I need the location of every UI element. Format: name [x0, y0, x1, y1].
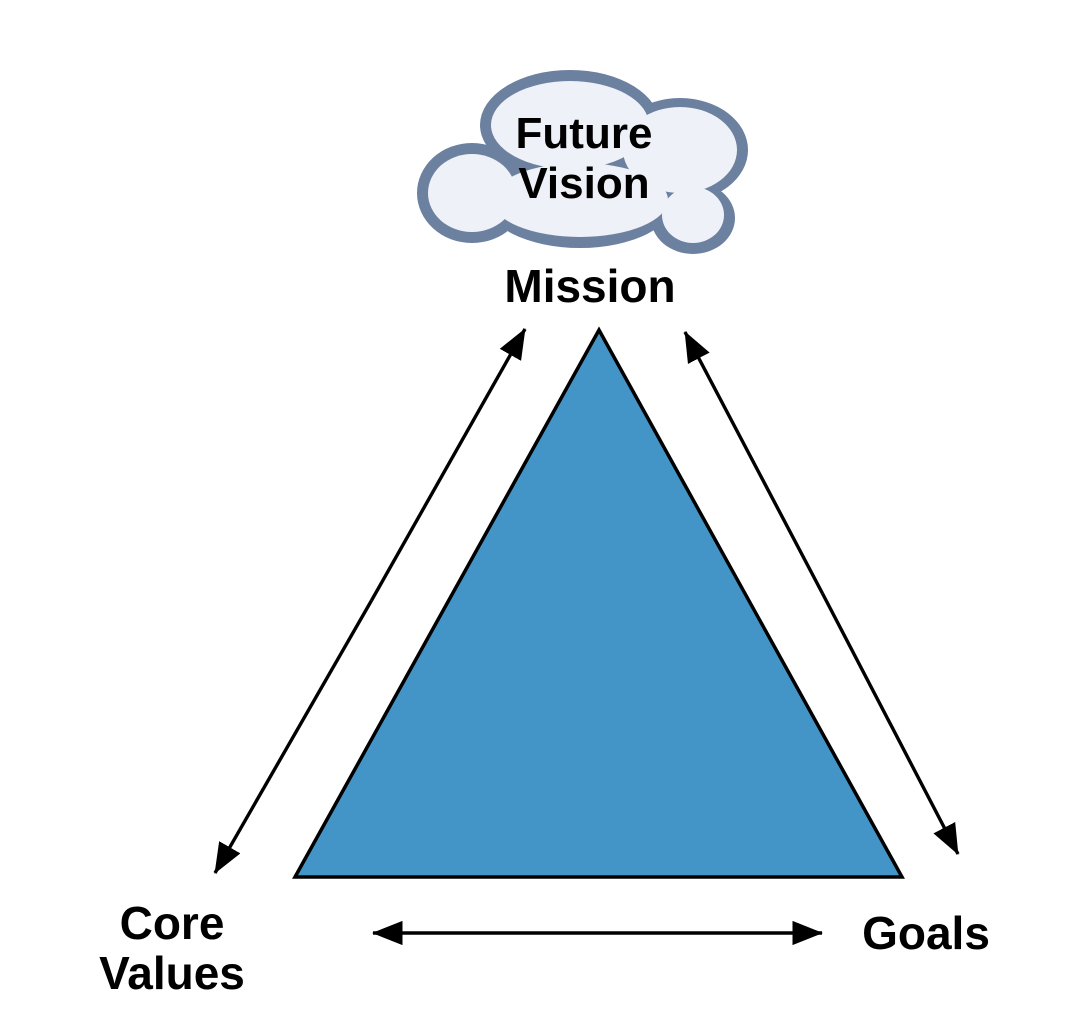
cloud-label-future-vision: Future Vision: [516, 109, 653, 209]
arrow-core-values-mission: [213, 328, 527, 874]
triangle-shape: [292, 326, 905, 879]
core-values-label-line2: Values: [99, 947, 245, 999]
cloud-icon: [417, 70, 748, 254]
core-values-label: Core Values: [99, 898, 245, 998]
goals-label: Goals: [862, 907, 990, 959]
cloud-label-line2: Vision: [518, 159, 650, 208]
cloud-label-line1: Future: [515, 109, 653, 158]
core-values-label-line1: Core: [119, 897, 225, 949]
arrow-mission-goals: [683, 331, 960, 855]
mission-label: Mission: [504, 260, 676, 312]
